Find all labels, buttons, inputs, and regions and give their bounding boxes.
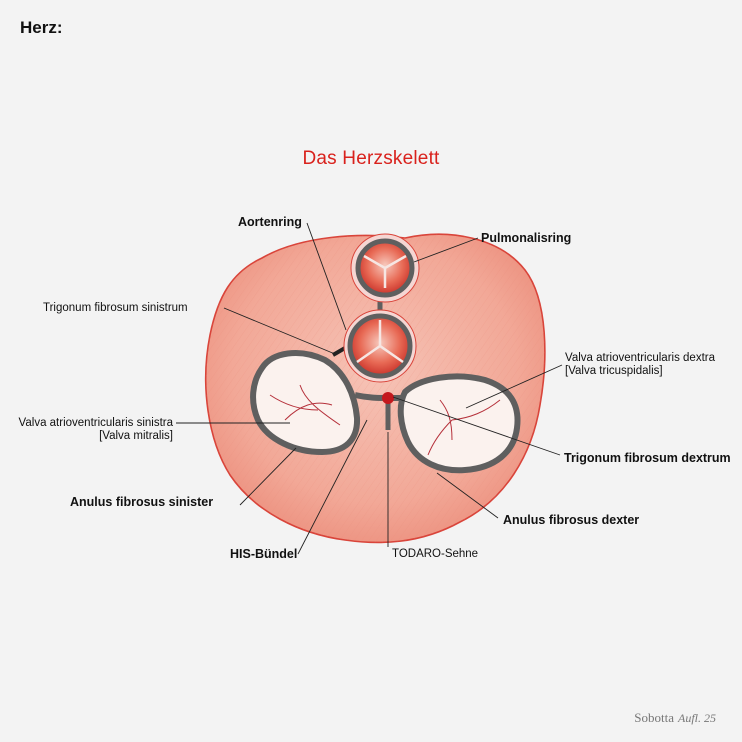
tricuspid-valve xyxy=(397,373,521,474)
leader-lines xyxy=(176,222,563,555)
label-trigonum-dextrum: Trigonum fibrosum dextrum xyxy=(564,451,731,465)
label-valva-dextra-line2: [Valva tricuspidalis] xyxy=(565,365,663,377)
label-anulus-dexter: Anulus fibrosus dexter xyxy=(503,513,640,527)
label-aortenring: Aortenring xyxy=(238,215,302,229)
label-pulmonalisring: Pulmonalisring xyxy=(481,231,572,245)
page-header: Herz: xyxy=(20,18,63,37)
his-bundle-origin xyxy=(382,392,394,404)
label-valva-sinistra-line2: [Valva mitralis] xyxy=(99,430,173,442)
aortic-ring xyxy=(343,309,417,383)
footer-publisher: Sobotta xyxy=(634,710,674,725)
label-todaro: TODARO-Sehne xyxy=(392,548,479,560)
mitral-valve xyxy=(250,350,361,456)
label-anulus-sinister: Anulus fibrosus sinister xyxy=(70,495,214,509)
footer-edition: Aufl. 25 xyxy=(678,711,716,725)
pulmonary-ring xyxy=(350,233,420,303)
label-trigonum-sinistrum: Trigonum fibrosum sinistrum xyxy=(43,302,188,314)
figure-title: Das Herzskelett xyxy=(302,148,440,169)
label-valva-dextra: Valva atrioventricularis dextra [Valva t… xyxy=(565,352,715,378)
label-valva-dextra-line1: Valva atrioventricularis dextra xyxy=(565,352,715,364)
label-valva-sinistra: Valva atrioventricularis sinistra [Valva… xyxy=(13,417,173,443)
label-valva-sinistra-line1: Valva atrioventricularis sinistra xyxy=(18,417,173,429)
label-his-buendel: HIS-Bündel xyxy=(230,547,298,561)
footer-credit: Sobotta Aufl. 25 xyxy=(634,710,716,726)
